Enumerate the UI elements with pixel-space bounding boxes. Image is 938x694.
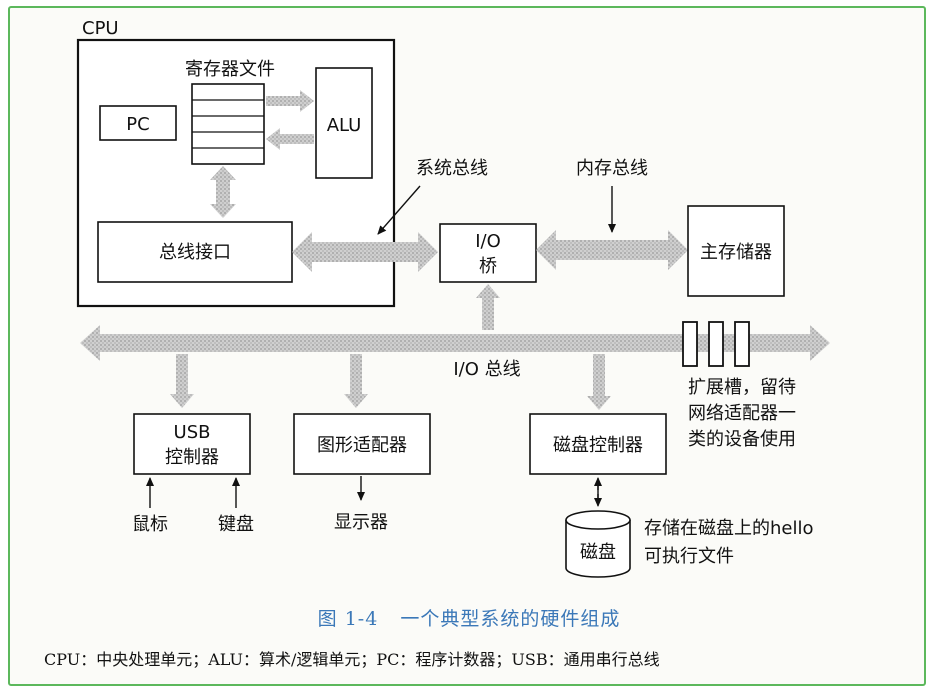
alu-box	[315, 67, 373, 179]
disk-controller-label: 磁盘控制器	[553, 435, 643, 456]
disk-controller-bus-arrow	[587, 354, 611, 410]
main-memory-box	[687, 205, 785, 297]
memory-bus	[536, 230, 688, 270]
alu-to-regfile-arrow	[266, 128, 314, 150]
bus-interface-label: 总线接口	[159, 242, 231, 263]
graphics-bus-arrow	[344, 354, 368, 408]
pc-register	[99, 105, 177, 141]
hello-label-line1: 存储在磁盘上的hello	[644, 518, 814, 539]
register-file	[191, 83, 265, 165]
usb-controller-box	[133, 413, 251, 475]
main-memory-label: 主存储器	[700, 242, 772, 263]
io-bridge-label-line2: 桥	[479, 256, 497, 277]
usb-controller-label-line1: USB	[174, 422, 211, 443]
keyboard-label: 键盘	[218, 514, 254, 535]
disk	[565, 510, 631, 578]
expansion-label-line1: 扩展槽，留待	[688, 377, 796, 398]
figure-title: 一个典型系统的硬件组成	[400, 608, 621, 630]
register-file-label: 寄存器文件	[185, 59, 275, 80]
expansion-label-line3: 类的设备使用	[688, 429, 796, 450]
hello-label-line2: 可执行文件	[644, 546, 734, 567]
io-bridge-box	[439, 223, 537, 283]
disk-label: 磁盘	[580, 542, 616, 563]
graphics-adapter-box	[293, 413, 431, 475]
memory-bus-label: 内存总线	[576, 158, 648, 179]
io-bridge-label-line1: I/O	[475, 231, 501, 252]
graphics-adapter-label: 图形适配器	[317, 435, 407, 456]
expansion-slots	[682, 321, 750, 367]
system-bus	[292, 232, 438, 272]
system-bus-pointer	[377, 185, 421, 235]
expansion-label-line2: 网络适配器一	[688, 403, 796, 424]
usb-controller-label-line2: 控制器	[165, 447, 219, 468]
system-bus-label: 系统总线	[416, 158, 488, 179]
regfile-businterface-arrow	[210, 166, 236, 218]
pc-label: PC	[126, 114, 149, 135]
usb-bus-arrow	[170, 354, 194, 408]
figure-caption: 图 1-4 一个典型系统的硬件组成	[0, 604, 938, 631]
iobridge-iobus-arrow	[476, 284, 500, 330]
regfile-to-alu-arrow	[266, 90, 314, 112]
io-bus-label: I/O 总线	[453, 359, 520, 380]
disk-controller-box	[529, 413, 667, 475]
bus-interface-box	[97, 221, 293, 283]
figure-number: 图 1-4	[317, 608, 379, 630]
alu-label: ALU	[327, 115, 362, 136]
cpu-label: CPU	[82, 18, 119, 39]
io-bus	[80, 325, 830, 361]
mouse-label: 鼠标	[132, 514, 168, 535]
abbreviation-legend: CPU：中央处理单元；ALU：算术/逻辑单元；PC：程序计数器；USB：通用串行…	[44, 650, 660, 669]
display-label: 显示器	[334, 512, 388, 533]
